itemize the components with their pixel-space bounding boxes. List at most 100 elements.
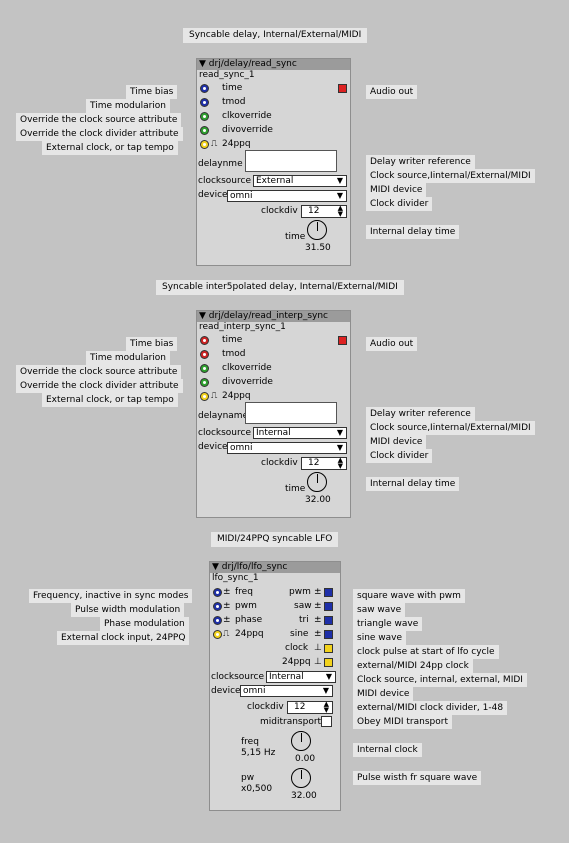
output-port-clock[interactable] bbox=[324, 644, 333, 653]
info-label: Clock source,Iinternal/External/MIDI bbox=[366, 421, 535, 435]
pw-knob[interactable] bbox=[291, 768, 311, 788]
clockdiv-stepper[interactable]: 12▲▼ bbox=[301, 457, 347, 470]
clocksource-value: External bbox=[256, 176, 294, 186]
freq-knob[interactable] bbox=[291, 731, 311, 751]
port-label: time bbox=[222, 83, 243, 93]
module-header[interactable]: ▼ drj/delay/read_interp_sync bbox=[197, 311, 350, 322]
input-label: Override the clock source attribute bbox=[16, 113, 182, 127]
info-label: MIDI device bbox=[366, 183, 427, 197]
output-port-audio[interactable] bbox=[338, 84, 347, 93]
output-port-sine[interactable] bbox=[324, 630, 333, 639]
freq-label: freq bbox=[241, 737, 259, 747]
input-label: Time bias bbox=[126, 85, 178, 99]
stepper-arrows-icon: ▲▼ bbox=[323, 700, 329, 714]
time-knob[interactable] bbox=[307, 472, 327, 492]
port-label: 24ppq bbox=[235, 629, 264, 639]
device-dropdown[interactable]: omni ▼ bbox=[227, 190, 347, 202]
info-label: Clock source,Iinternal/External/MIDI bbox=[366, 169, 535, 183]
time-knob-value: 31.50 bbox=[305, 243, 331, 253]
dropdown-arrow-icon: ▼ bbox=[325, 672, 332, 681]
module-instance-name: read_sync_1 bbox=[199, 70, 255, 80]
plusminus-icon: ± bbox=[223, 587, 231, 597]
collapse-triangle-icon[interactable]: ▼ bbox=[199, 59, 206, 69]
module-panel[interactable]: ▼ drj/delay/read_sync read_sync_1 time t… bbox=[196, 58, 351, 266]
module-panel[interactable]: ▼ drj/delay/read_interp_sync read_interp… bbox=[196, 310, 351, 518]
clocksource-label: clocksource bbox=[211, 672, 265, 682]
clocksource-dropdown[interactable]: External▼ bbox=[253, 175, 347, 187]
input-port-clkoverride[interactable] bbox=[200, 112, 209, 121]
port-label: pwm bbox=[289, 587, 311, 597]
input-port-divoverride[interactable] bbox=[200, 378, 209, 387]
time-knob-value: 32.00 bbox=[305, 495, 331, 505]
input-label: Time modularion bbox=[86, 99, 171, 113]
clockdiv-stepper[interactable]: 12▲▼ bbox=[301, 205, 347, 218]
trigger-icon: ⊥ bbox=[314, 643, 322, 653]
port-label: saw bbox=[294, 601, 312, 611]
port-label: sine bbox=[290, 629, 309, 639]
output-port-audio[interactable] bbox=[338, 336, 347, 345]
module-header[interactable]: ▼ drj/lfo/lfo_sync bbox=[210, 562, 340, 573]
clockdiv-stepper[interactable]: 12▲▼ bbox=[287, 701, 333, 714]
input-port-tmod[interactable] bbox=[200, 98, 209, 107]
clocksource-value: Internal bbox=[256, 428, 291, 438]
device-value: omni bbox=[230, 443, 253, 453]
input-label: External clock, or tap tempo bbox=[42, 141, 178, 155]
module-instance-name: lfo_sync_1 bbox=[212, 573, 259, 583]
dropdown-arrow-icon: ▼ bbox=[336, 191, 343, 200]
clocksource-dropdown[interactable]: Internal ▼ bbox=[253, 427, 347, 439]
time-knob[interactable] bbox=[307, 220, 327, 240]
pw-readout: x0,500 bbox=[241, 784, 273, 794]
output-port-24ppq[interactable] bbox=[324, 658, 333, 667]
port-label: 24ppq bbox=[222, 139, 251, 149]
device-dropdown[interactable]: omni▼ bbox=[240, 685, 333, 697]
module-header[interactable]: ▼ drj/delay/read_sync bbox=[197, 59, 350, 70]
device-label: device bbox=[198, 442, 228, 452]
info-label: Internal clock bbox=[353, 743, 422, 757]
device-dropdown[interactable]: omni ▼ bbox=[227, 442, 347, 454]
clocksource-dropdown[interactable]: Internal▼ bbox=[266, 671, 336, 683]
section-title: MIDI/24PPQ syncable LFO bbox=[211, 532, 339, 547]
output-port-pwm[interactable] bbox=[324, 588, 333, 597]
input-port-24ppq[interactable] bbox=[213, 630, 222, 639]
input-label: Frequency, inactive in sync modes bbox=[29, 589, 193, 603]
input-label: Override the clock divider attribute bbox=[16, 379, 183, 393]
info-label: Clock divider bbox=[366, 449, 433, 463]
trigger-icon: ⊥ bbox=[314, 657, 322, 667]
input-port-freq[interactable] bbox=[213, 588, 222, 597]
plusminus-icon: ± bbox=[223, 601, 231, 611]
input-port-tmod[interactable] bbox=[200, 350, 209, 359]
clockdiv-label: clockdiv bbox=[261, 458, 298, 468]
input-port-24ppq[interactable] bbox=[200, 392, 209, 401]
output-port-saw[interactable] bbox=[324, 602, 333, 611]
input-port-24ppq[interactable] bbox=[200, 140, 209, 149]
port-label: freq bbox=[235, 587, 253, 597]
pulse-icon: ⎍ bbox=[211, 391, 218, 401]
info-label: triangle wave bbox=[353, 617, 423, 631]
lfo-module-panel[interactable]: ▼ drj/lfo/lfo_sync lfo_sync_1 ± freq ± p… bbox=[209, 561, 341, 811]
input-label: External clock input, 24PPQ bbox=[57, 631, 190, 645]
collapse-triangle-icon[interactable]: ▼ bbox=[212, 562, 219, 572]
input-port-clkoverride[interactable] bbox=[200, 364, 209, 373]
input-label: Phase modulation bbox=[100, 617, 189, 631]
info-label: Obey MIDI transport bbox=[353, 715, 452, 729]
dropdown-arrow-icon: ▼ bbox=[336, 443, 343, 452]
input-port-phase[interactable] bbox=[213, 616, 222, 625]
section-title: Syncable delay, Internal/External/MIDI bbox=[183, 28, 368, 43]
pw-knob-value: 32.00 bbox=[291, 791, 317, 801]
input-label: Time bias bbox=[126, 337, 178, 351]
collapse-triangle-icon[interactable]: ▼ bbox=[199, 311, 206, 321]
input-label: Pulse width modulation bbox=[71, 603, 185, 617]
dropdown-arrow-icon: ▼ bbox=[336, 428, 343, 437]
input-port-time[interactable] bbox=[200, 336, 209, 345]
port-label: clkoverride bbox=[222, 111, 272, 121]
module-path: drj/delay/read_sync bbox=[208, 59, 297, 69]
delayname-field[interactable] bbox=[245, 402, 337, 424]
input-port-time[interactable] bbox=[200, 84, 209, 93]
delayname-field[interactable] bbox=[245, 150, 337, 172]
freq-readout: 5,15 Hz bbox=[241, 748, 276, 758]
input-port-pwm[interactable] bbox=[213, 602, 222, 611]
miditransport-checkbox[interactable] bbox=[321, 716, 332, 727]
input-port-divoverride[interactable] bbox=[200, 126, 209, 135]
output-port-tri[interactable] bbox=[324, 616, 333, 625]
device-value: omni bbox=[230, 191, 253, 201]
